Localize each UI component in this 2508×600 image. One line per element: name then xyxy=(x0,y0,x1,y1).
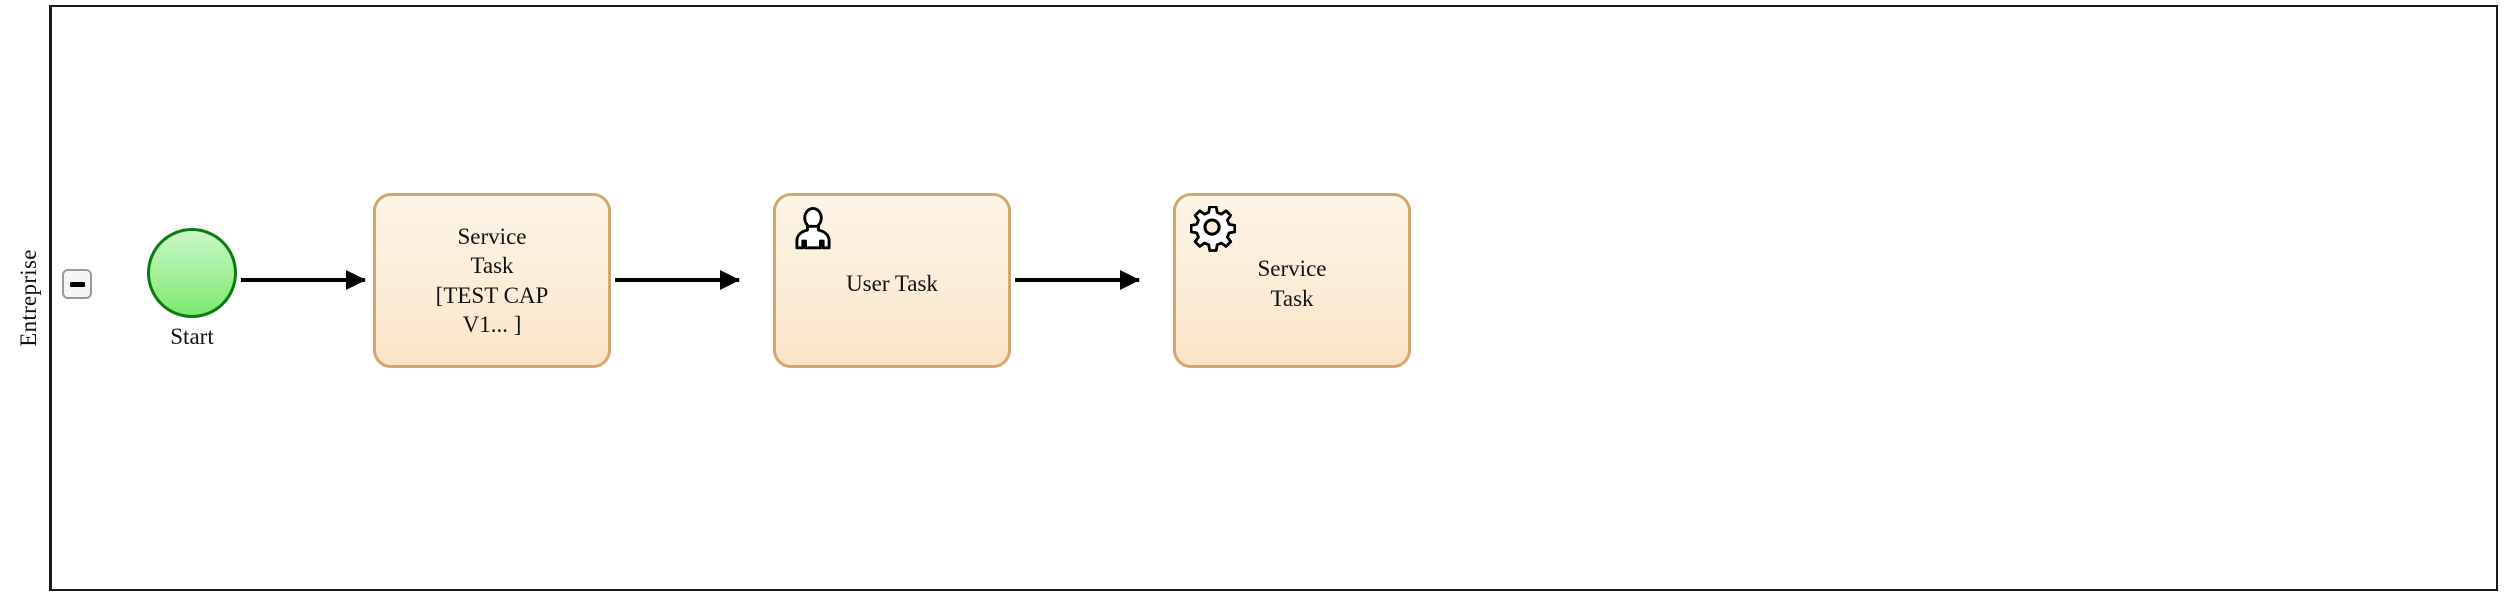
arrowhead-icon xyxy=(1120,270,1140,290)
flow-line xyxy=(1015,278,1139,282)
gear-icon xyxy=(1190,206,1236,252)
task-label-line: Service xyxy=(1257,256,1327,282)
task-label-line: V1... ] xyxy=(462,311,522,337)
task-label-line: User Task xyxy=(846,270,938,296)
sequence-flow-start-to-service-task-1[interactable] xyxy=(241,270,366,290)
sequence-flow-service-task-1-to-user-task[interactable] xyxy=(615,270,740,290)
task-label-line: [TEST CAP xyxy=(435,282,549,308)
minus-icon xyxy=(69,281,85,287)
flow-line xyxy=(615,278,739,282)
task-user-task-1-label: User Task xyxy=(776,196,1008,365)
task-label-line: Task xyxy=(470,253,514,279)
lane-label: Entreprise xyxy=(15,249,41,347)
task-service-task-2-label: Service Task xyxy=(1176,196,1408,365)
arrowhead-icon xyxy=(720,270,740,290)
task-service-task-1[interactable]: Service Task [TEST CAP V1... ] xyxy=(373,193,611,368)
task-service-task-1-label: Service Task [TEST CAP V1... ] xyxy=(376,196,608,365)
arrowhead-icon xyxy=(346,270,366,290)
start-event-circle xyxy=(147,228,237,318)
start-event-label: Start xyxy=(170,324,214,349)
user-icon xyxy=(790,206,836,252)
task-label-line: Task xyxy=(1270,285,1314,311)
task-user-task-1[interactable]: User Task xyxy=(773,193,1011,368)
lane-header: Entreprise xyxy=(8,5,52,591)
lane-collapse-button[interactable] xyxy=(62,269,92,299)
lane-label-wrapper: Entreprise xyxy=(8,5,49,591)
task-service-task-2[interactable]: Service Task xyxy=(1173,193,1411,368)
start-event[interactable]: Start xyxy=(147,228,237,349)
flow-line xyxy=(241,278,365,282)
sequence-flow-user-task-to-service-task-2[interactable] xyxy=(1015,270,1140,290)
task-label-line: Service xyxy=(457,223,527,249)
